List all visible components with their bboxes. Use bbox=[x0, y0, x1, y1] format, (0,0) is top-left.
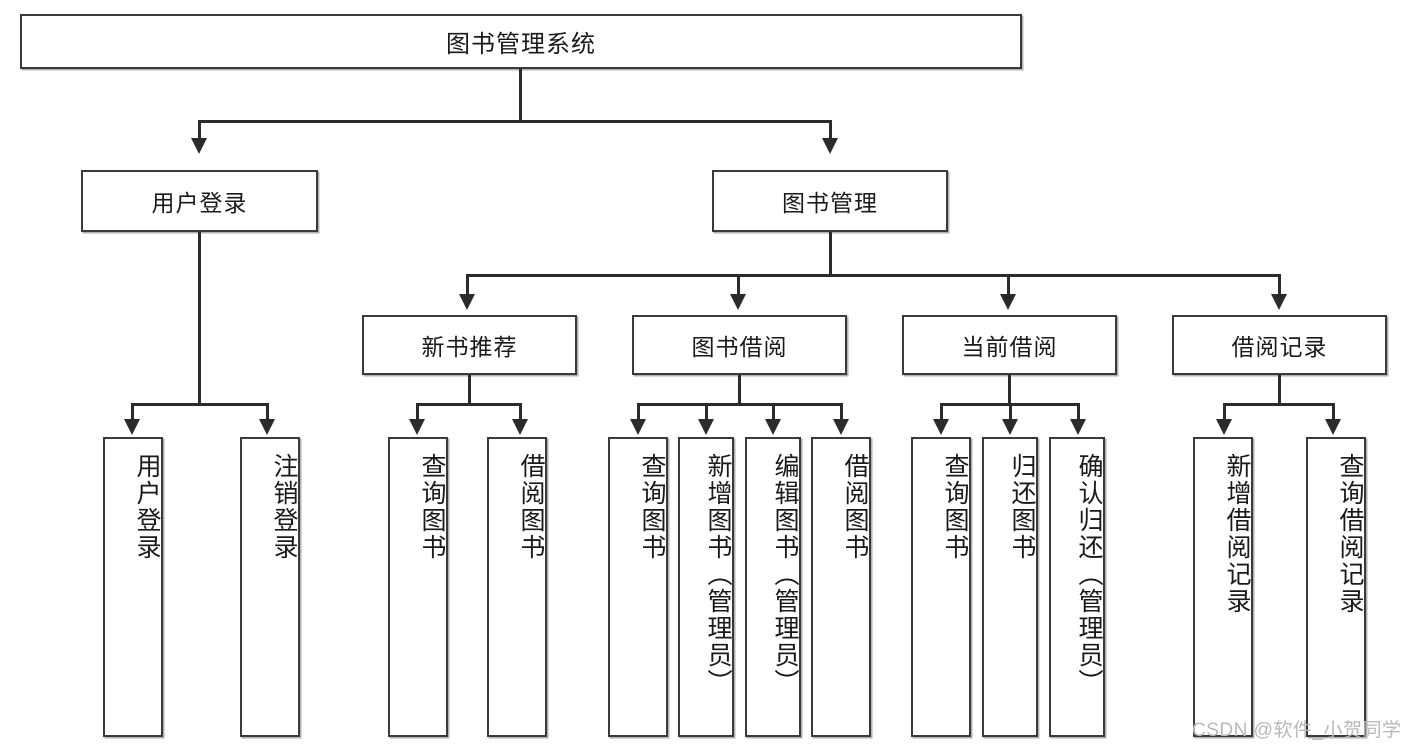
edge-book-borrow-stem bbox=[738, 375, 741, 405]
leaf-book-borrow-0[interactable]: 查询图书 bbox=[608, 437, 668, 737]
edge-current-borrow-to-leaf-2 bbox=[1077, 403, 1080, 421]
node-label: 新增借阅记录 bbox=[1223, 453, 1251, 615]
leaf-current-borrow-2[interactable]: 确认归还（管理员） bbox=[1049, 437, 1105, 737]
node-user-login[interactable]: 用户登录 bbox=[81, 170, 318, 232]
node-label: 查询图书 bbox=[418, 453, 446, 561]
edge-new-book-rec-bus bbox=[416, 403, 522, 406]
edge-new-book-rec-stem bbox=[468, 375, 471, 405]
node-borrow-record[interactable]: 借阅记录 bbox=[1172, 315, 1387, 375]
node-current-borrow[interactable]: 当前借阅 bbox=[902, 315, 1117, 375]
node-label: 图书管理 bbox=[782, 190, 878, 216]
edge-borrow-record-bus bbox=[1223, 403, 1335, 406]
node-label: 查询图书 bbox=[941, 453, 969, 561]
edge-book-borrow-to-leaf-0 bbox=[637, 403, 640, 421]
edge-book-manage-to-current-borrow bbox=[1007, 274, 1010, 296]
arrowhead-leaf-book-borrow-3 bbox=[833, 419, 849, 435]
edge-new-book-rec-to-leaf-0 bbox=[416, 403, 419, 421]
arrowhead-leaf-book-borrow-2 bbox=[765, 419, 781, 435]
arrowhead-borrow-record bbox=[1271, 294, 1287, 310]
edge-book-borrow-to-leaf-3 bbox=[840, 403, 843, 421]
edge-root-stem bbox=[519, 69, 522, 121]
arrowhead-leaf-current-borrow-0 bbox=[933, 419, 949, 435]
edge-borrow-record-stem bbox=[1278, 375, 1281, 405]
arrowhead-leaf-user-login-1 bbox=[259, 419, 275, 435]
edge-root-to-book-manage bbox=[829, 120, 832, 140]
edge-book-manage-to-borrow-record bbox=[1278, 274, 1281, 296]
edge-current-borrow-stem bbox=[1008, 375, 1011, 405]
arrowhead-new-book-rec bbox=[459, 294, 475, 310]
node-book-borrow[interactable]: 图书借阅 bbox=[632, 315, 847, 375]
node-label: 图书借阅 bbox=[691, 334, 788, 360]
node-label: 借阅记录 bbox=[1231, 334, 1328, 360]
edge-user-login-to-leaf-0 bbox=[131, 403, 134, 421]
leaf-borrow-record-0[interactable]: 新增借阅记录 bbox=[1193, 437, 1253, 737]
node-label: 确认归还（管理员） bbox=[1075, 453, 1103, 696]
leaf-user-login-1[interactable]: 注销登录 bbox=[240, 437, 300, 737]
arrowhead-leaf-current-borrow-2 bbox=[1070, 419, 1086, 435]
node-label: 查询借阅记录 bbox=[1336, 453, 1364, 615]
node-label: 借阅图书 bbox=[841, 453, 869, 561]
arrowhead-leaf-book-borrow-0 bbox=[630, 419, 646, 435]
leaf-current-borrow-1[interactable]: 归还图书 bbox=[982, 437, 1038, 737]
arrowhead-book-manage bbox=[822, 138, 838, 154]
edge-book-borrow-to-leaf-2 bbox=[772, 403, 775, 421]
edge-user-login-stem bbox=[198, 232, 201, 405]
edge-user-login-to-leaf-1 bbox=[266, 403, 269, 421]
edge-book-borrow-bus bbox=[637, 403, 842, 406]
node-label: 用户登录 bbox=[133, 453, 161, 561]
node-label: 新增图书（管理员） bbox=[704, 453, 732, 696]
arrowhead-leaf-borrow-record-1 bbox=[1325, 419, 1341, 435]
arrowhead-book-borrow bbox=[730, 294, 746, 310]
leaf-current-borrow-0[interactable]: 查询图书 bbox=[911, 437, 971, 737]
arrowhead-leaf-book-borrow-1 bbox=[698, 419, 714, 435]
arrowhead-leaf-current-borrow-1 bbox=[1002, 419, 1018, 435]
edge-book-borrow-to-leaf-1 bbox=[705, 403, 708, 421]
edge-book-manage-to-new-book-rec bbox=[466, 274, 469, 296]
edge-book-manage-stem bbox=[829, 232, 832, 276]
edge-book-manage-bus bbox=[466, 274, 1278, 277]
arrowhead-leaf-borrow-record-0 bbox=[1216, 419, 1232, 435]
edge-root-bus bbox=[198, 120, 832, 123]
arrowhead-current-borrow bbox=[1000, 294, 1016, 310]
node-label: 查询图书 bbox=[638, 453, 666, 561]
leaf-book-borrow-2[interactable]: 编辑图书（管理员） bbox=[745, 437, 801, 737]
leaf-book-borrow-3[interactable]: 借阅图书 bbox=[811, 437, 871, 737]
watermark-csdn: CSDN @软件_小贺同学 bbox=[1192, 720, 1402, 741]
node-label: 图书管理系统 bbox=[446, 31, 596, 58]
edge-book-manage-to-book-borrow bbox=[737, 274, 740, 296]
edge-current-borrow-to-leaf-0 bbox=[940, 403, 943, 421]
arrowhead-leaf-user-login-0 bbox=[124, 419, 140, 435]
node-label: 当前借阅 bbox=[961, 334, 1058, 360]
node-label: 注销登录 bbox=[270, 453, 298, 561]
node-label: 编辑图书（管理员） bbox=[771, 453, 799, 696]
node-book-manage[interactable]: 图书管理 bbox=[712, 170, 948, 232]
edge-root-to-user-login bbox=[198, 120, 201, 140]
edge-borrow-record-to-leaf-0 bbox=[1223, 403, 1226, 421]
edge-user-login-bus bbox=[131, 403, 269, 406]
arrowhead-user-login bbox=[191, 138, 207, 154]
node-new-book-rec[interactable]: 新书推荐 bbox=[362, 315, 577, 375]
arrowhead-leaf-new-book-rec-0 bbox=[409, 419, 425, 435]
leaf-book-borrow-1[interactable]: 新增图书（管理员） bbox=[678, 437, 734, 737]
leaf-borrow-record-1[interactable]: 查询借阅记录 bbox=[1306, 437, 1366, 737]
arrowhead-leaf-new-book-rec-1 bbox=[512, 419, 528, 435]
edge-borrow-record-to-leaf-1 bbox=[1332, 403, 1335, 421]
edge-current-borrow-to-leaf-1 bbox=[1009, 403, 1012, 421]
leaf-new-book-rec-0[interactable]: 查询图书 bbox=[388, 437, 448, 737]
leaf-new-book-rec-1[interactable]: 借阅图书 bbox=[487, 437, 547, 737]
node-root-system[interactable]: 图书管理系统 bbox=[20, 14, 1022, 69]
node-label: 借阅图书 bbox=[517, 453, 545, 561]
node-label: 归还图书 bbox=[1008, 453, 1036, 561]
node-label: 新书推荐 bbox=[421, 334, 518, 360]
node-label: 用户登录 bbox=[151, 190, 248, 216]
leaf-user-login-0[interactable]: 用户登录 bbox=[103, 437, 163, 737]
edge-new-book-rec-to-leaf-1 bbox=[519, 403, 522, 421]
